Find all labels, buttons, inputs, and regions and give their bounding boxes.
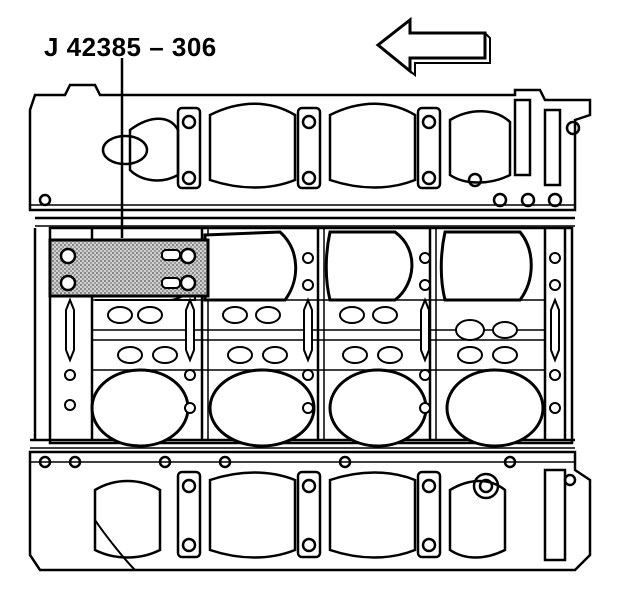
oil-passages — [64, 252, 561, 414]
cylinder-bore — [445, 368, 545, 448]
cylinder-bore — [324, 230, 414, 302]
cylinder-bore — [328, 368, 428, 448]
cylinder-bore — [208, 368, 316, 448]
upper-block-section — [28, 83, 592, 227]
cylinder-bore — [203, 230, 298, 302]
left-arrow-icon — [375, 16, 491, 78]
block-ribs — [65, 297, 560, 363]
lower-block-section — [28, 450, 592, 572]
cylinder-bore — [439, 230, 533, 302]
cylinder-bore — [90, 368, 190, 448]
tool-callout-label: J 42385 – 306 — [44, 32, 217, 62]
tool-plate-j42385-306 — [48, 238, 210, 298]
